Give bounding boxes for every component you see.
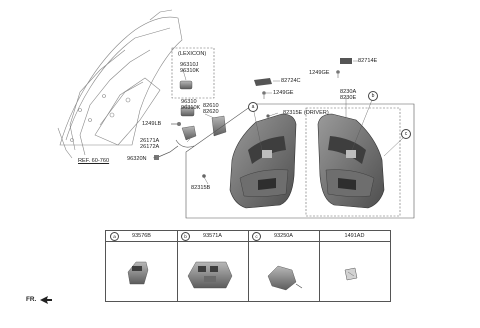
label-82714E: 82714E xyxy=(358,58,378,64)
callout-c: c xyxy=(401,129,411,139)
door-trim-panel-left xyxy=(229,113,297,209)
handle-82610-part xyxy=(211,115,227,137)
callout-b: b xyxy=(368,91,378,101)
column-part-number: 93571A xyxy=(203,233,222,239)
body-side-frame xyxy=(57,9,183,159)
lexicon-box xyxy=(171,47,215,99)
tweeter-26171A-part xyxy=(175,125,197,148)
table-column: a 93576B xyxy=(106,231,178,301)
label-1249GE-top: 1249GE xyxy=(309,70,330,76)
table-column: c 93250A xyxy=(248,231,320,301)
driver-box xyxy=(305,107,401,217)
table-header: b 93571A xyxy=(177,231,248,242)
table-header: c 93250A xyxy=(248,231,319,242)
part-93250A xyxy=(267,265,303,291)
switch-96310-part xyxy=(180,106,195,117)
column-callout: c xyxy=(252,232,261,241)
callout-a: a xyxy=(248,102,258,112)
label-96320N: 96320N xyxy=(127,156,147,162)
column-part-number: 93250A xyxy=(274,233,293,239)
pad-82714E xyxy=(340,58,358,64)
table-column: 1491AD xyxy=(319,231,390,301)
label-ref: REF. 60-760 xyxy=(78,158,110,164)
parts-table: a 93576B b 93571A c 93250A 1491AD xyxy=(105,230,391,302)
table-header: a 93576B xyxy=(106,231,177,242)
label-fr: FR. xyxy=(26,296,37,303)
column-part-number: 1491AD xyxy=(344,233,365,239)
label-1249GE-mid: 1249GE xyxy=(273,90,294,96)
table-header: 1491AD xyxy=(319,231,390,242)
pad-82724C xyxy=(254,78,280,86)
label-82724C: 82724C xyxy=(281,78,301,84)
bolt-1249LB xyxy=(171,122,181,126)
column-callout: a xyxy=(110,232,119,241)
column-callout: b xyxy=(181,232,190,241)
label-lexicon: (LEXICON) xyxy=(178,51,207,57)
table-column: b 93571A xyxy=(177,231,249,301)
front-arrow-icon xyxy=(40,296,52,304)
assembly-outline xyxy=(185,103,415,219)
label-82315B: 82315B xyxy=(191,185,211,191)
door-trim-panel-right xyxy=(317,113,385,209)
part-93576B xyxy=(127,261,149,285)
clip-82315B xyxy=(202,174,209,185)
switch-96310J-part xyxy=(179,80,193,90)
part-1491AD xyxy=(344,267,358,281)
label-82315E-driver: 82315E (DRIVER) xyxy=(283,110,329,116)
label-1249LB: 1249LB xyxy=(142,121,162,127)
clip-82315E xyxy=(266,112,279,118)
wire-96320N-part xyxy=(154,145,179,160)
part-93571A xyxy=(187,261,233,289)
screw-1249GE-mid xyxy=(262,91,272,99)
screw-1249GE-top xyxy=(336,70,340,78)
column-part-number: 93576B xyxy=(132,233,151,239)
